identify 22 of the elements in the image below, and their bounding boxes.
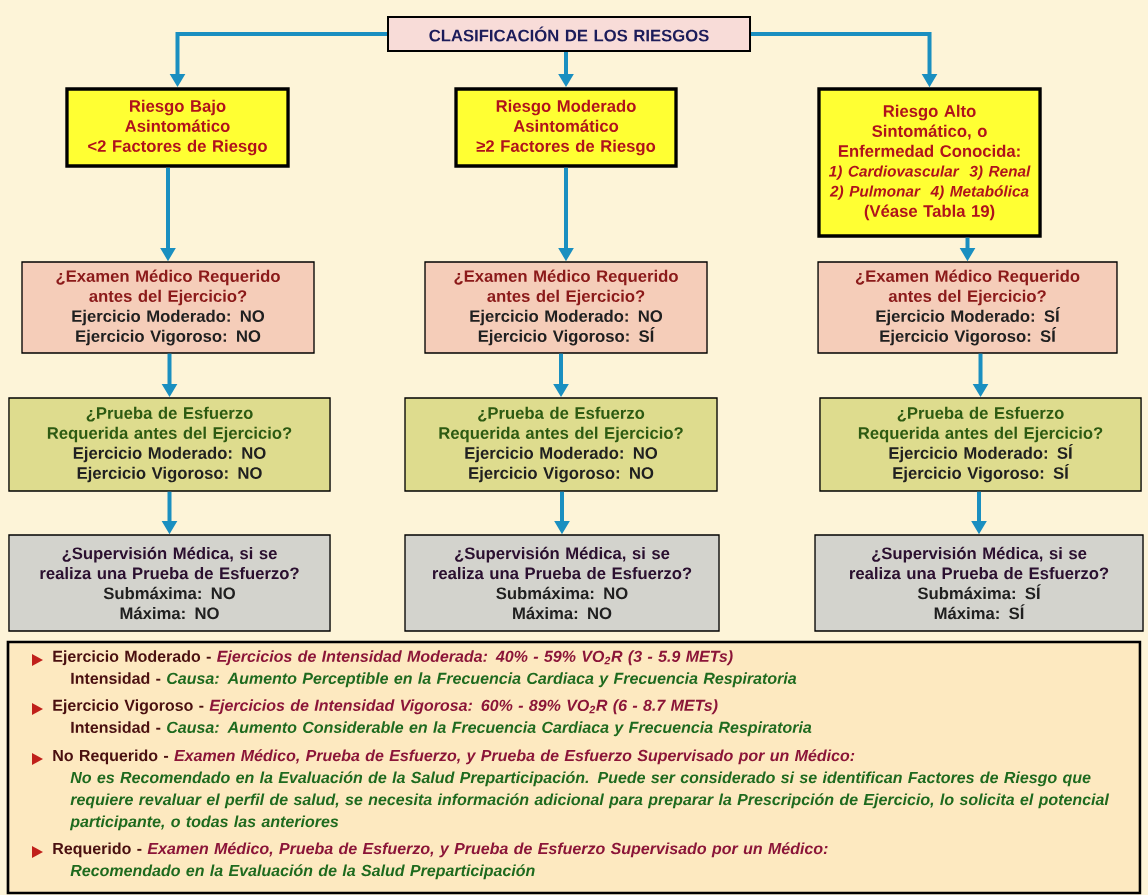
question-box: ¿Supervisión Médica, si se realiza una Prueba de Esfuerzo? Submáxima: NO Máxima: NO xyxy=(8,534,331,632)
note-text: Intensidad - Causa: Aumento Considerable en la Frecuencia Cardiaca y Frecuencia Respiratoria xyxy=(71,721,812,737)
question-box: ¿Examen Médico Requerido antes del Ejercicio? Ejercicio Moderado: NO Ejercicio Vigoroso: SÍ xyxy=(424,261,708,354)
note-text: Ejercicio Moderado - Ejercicios de Intensidad Moderada: 40% - 59% VO$_{2}$R (3 - 5.9 METs) xyxy=(53,650,733,666)
note-text: Recomendado en la Evaluación de la Salud Preparticipación xyxy=(70,864,535,880)
risk-box: Riesgo Alto Sintomático, o Enfermedad Conocida: 1) Cardiovascular 3) Renal 2) Pulmonar 4) Metabólica (Véase Tabla 19) xyxy=(817,87,1042,238)
question-box: ¿Examen Médico Requerido antes del Ejercicio? Ejercicio Moderado: NO Ejercicio Vigoroso: NO xyxy=(21,261,315,354)
question-box: ¿Supervisión Médica, si se realiza una Prueba de Esfuerzo? Submáxima: SÍ Máxima: SÍ xyxy=(814,534,1144,632)
question-box: ¿Examen Médico Requerido antes del Ejercicio? Ejercicio Moderado: SÍ Ejercicio Vigoroso: SÍ xyxy=(817,261,1118,354)
risk-box: Riesgo Bajo Asintomático <2 Factores de Riesgo xyxy=(65,87,290,168)
note-text: No Requerido - Examen Médico, Prueba de Esfuerzo, y Prueba de Esfuerzo Supervisado por un Médico: xyxy=(53,749,855,765)
question-box: ¿Supervisión Médica, si se realiza una Prueba de Esfuerzo? Submáxima: NO Máxima: NO xyxy=(404,534,720,632)
question-box: ¿Prueba de Esfuerzo Requerida antes del Ejercicio? Ejercicio Moderado: SÍ Ejercicio Vigoroso: SÍ xyxy=(819,397,1142,492)
question-box: ¿Prueba de Esfuerzo Requerida antes del Ejercicio? Ejercicio Moderado: NO Ejercicio Vigoroso: NO xyxy=(8,397,331,492)
note-text: Requerido - Examen Médico, Prueba de Esfuerzo, y Prueba de Esfuerzo Supervisado por un Médico: xyxy=(53,842,828,858)
title-box: CLASIFICACIÓN DE LOS RIESGOS xyxy=(387,16,751,52)
notes-panel xyxy=(6,640,1142,895)
note-text: No es Recomendado en la Evaluación de la Salud Preparticipación. Puede ser considerado si se identifican Factores de Riesgo que requiere revaluar el perfil de salud, se necesita información adicional para preparar la Prescripción de Ejercicio, lo solicita el potencial participante, o todas las anteriores xyxy=(69,771,1110,831)
question-box: ¿Prueba de Esfuerzo Requerida antes del Ejercicio? Ejercicio Moderado: NO Ejercicio Vigoroso: NO xyxy=(404,397,718,492)
risk-box: Riesgo Moderado Asintomático ≥2 Factores de Riesgo xyxy=(454,87,678,168)
note-text: Intensidad - Causa: Aumento Perceptible en la Frecuencia Cardiaca y Frecuencia Respiratoria xyxy=(71,672,797,688)
note-text: Ejercicio Vigoroso - Ejercicios de Intensidad Vigorosa: 60% - 89% VO$_{2}$R (6 - 8.7 METs) xyxy=(53,699,718,715)
